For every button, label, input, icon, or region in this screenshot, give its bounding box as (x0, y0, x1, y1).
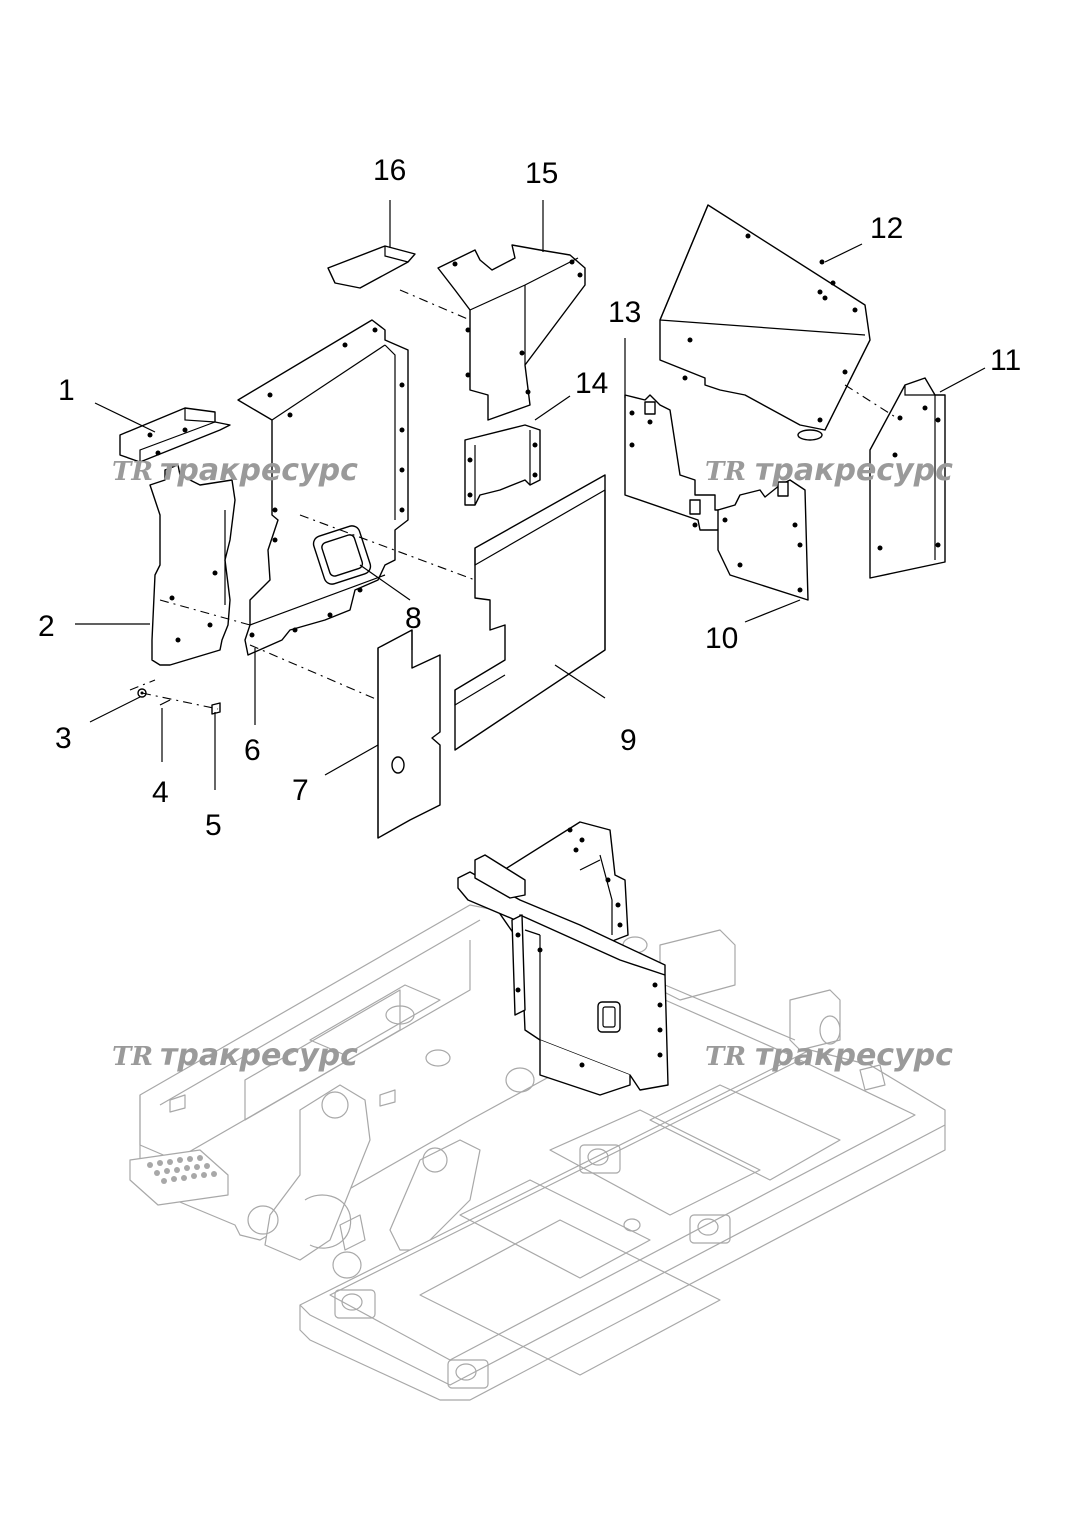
part-2-left-panel (149, 464, 236, 666)
callout-9: 9 (620, 724, 637, 757)
step-holes (147, 1155, 217, 1184)
watermark-2: TR тракресурс (705, 453, 953, 488)
part-7-insulation (377, 629, 441, 839)
part-14-bracket (464, 424, 541, 506)
part-11-bracket (869, 377, 946, 579)
watermark-logo: TR (112, 1042, 153, 1072)
callout-8: 8 (405, 602, 422, 635)
callout-13: 13 (608, 296, 641, 329)
callout-5: 5 (205, 809, 222, 842)
part-12-cover (659, 204, 871, 441)
callout-12: 12 (870, 212, 903, 245)
watermark-4: TR тракресурс (705, 1038, 953, 1073)
part-15-bracket (437, 244, 586, 421)
watermark-text: тракресурс (755, 453, 953, 488)
leader-lines (75, 200, 986, 790)
base-frame (129, 904, 946, 1401)
fasteners (137, 688, 221, 715)
watermark-logo: TR (705, 1042, 746, 1072)
callout-6: 6 (244, 734, 261, 767)
part-10-panel (717, 479, 809, 601)
watermark-logo: TR (705, 457, 746, 487)
callout-11: 11 (990, 344, 1021, 377)
alignment-lines (129, 289, 901, 710)
watermark-3: TR тракресурс (112, 1038, 358, 1073)
assembled-support (457, 821, 669, 1096)
part-13-panel (624, 394, 721, 531)
part-16-pad (327, 245, 416, 289)
part-1-bracket (119, 407, 231, 463)
watermark-logo: TR (112, 457, 153, 487)
watermark-text: тракресурс (755, 1038, 953, 1073)
callout-7: 7 (292, 774, 309, 807)
part-6-rear-panel (237, 319, 409, 656)
callout-15: 15 (525, 157, 558, 190)
callout-4: 4 (152, 776, 169, 809)
callout-3: 3 (55, 722, 72, 755)
watermark-text: тракресурс (160, 453, 358, 488)
watermark-text: тракресурс (160, 1038, 358, 1073)
callout-1: 1 (58, 374, 75, 407)
callout-2: 2 (38, 610, 55, 643)
callout-labels: 1 2 3 4 5 6 7 8 9 10 11 12 13 14 15 16 (38, 154, 1021, 842)
callout-16: 16 (373, 154, 406, 187)
callout-14: 14 (575, 367, 608, 400)
callout-10: 10 (705, 622, 738, 655)
watermark-1: TR тракресурс (112, 453, 358, 488)
part-9-insulation (454, 474, 606, 751)
